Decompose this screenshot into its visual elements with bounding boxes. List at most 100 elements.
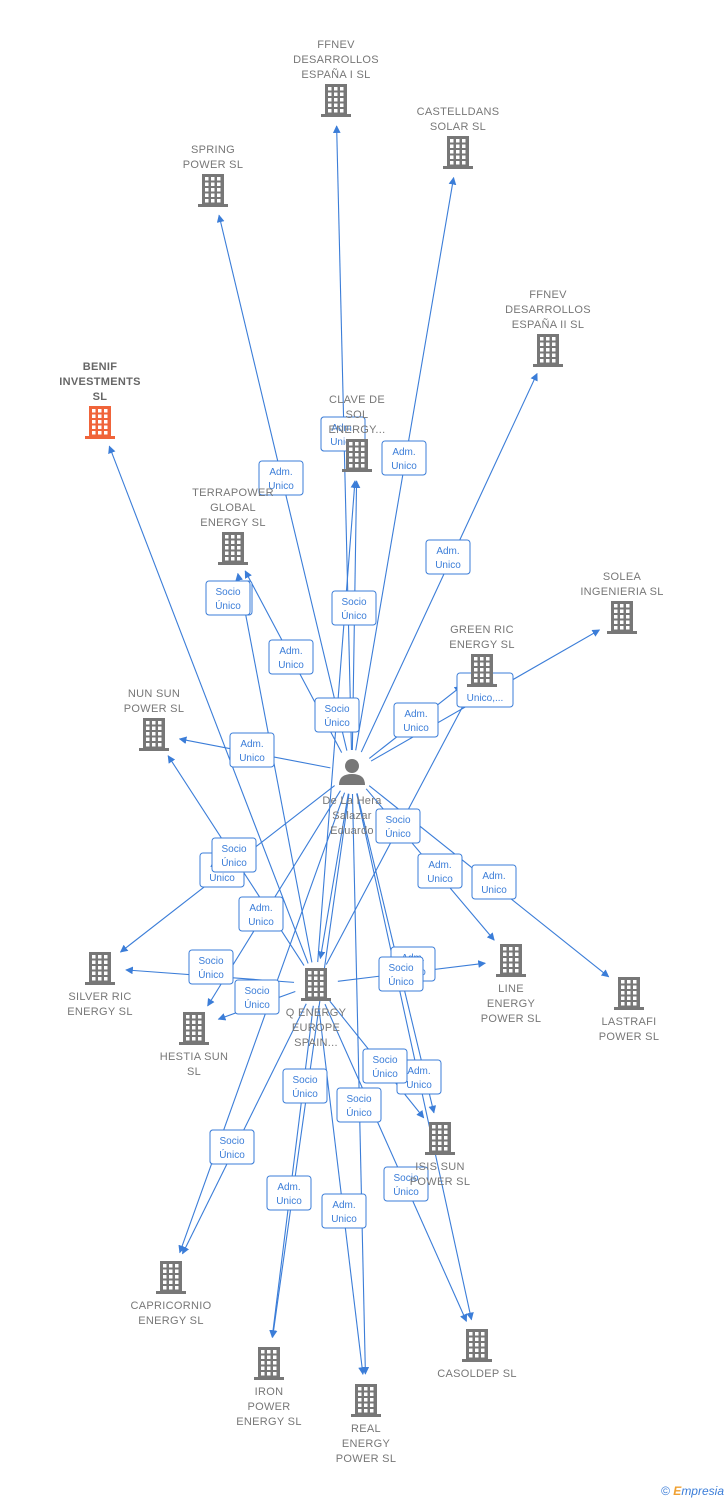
company-node-clave[interactable]: CLAVE DESOLENERGY... [329, 394, 386, 472]
company-name-line: SOLAR SL [430, 121, 486, 133]
edge-label-line: Unico,... [467, 693, 504, 704]
edge-label-box [336, 1087, 382, 1123]
company-name-line: ENERGY SL [67, 1006, 132, 1018]
company-name-line: ESPAÑA II SL [512, 318, 584, 331]
edge-label-adm-unico[interactable]: Adm.Unico [268, 639, 314, 675]
edge-label-adm-unico[interactable]: Adm.Unico [471, 864, 517, 900]
company-name-line: POWER SL [124, 703, 184, 715]
edge-label-line: Adm. [482, 871, 505, 882]
edge-label-line: Unico [391, 461, 417, 472]
edge-label-line: Socio [292, 1075, 317, 1086]
edge-label-box [425, 539, 471, 575]
edge-label-line: Socio [385, 815, 410, 826]
company-name-line: ENERGY SL [236, 1416, 301, 1428]
edge-label-adm-unico[interactable]: Adm. Unico [321, 1193, 367, 1229]
company-name-line: ENERGY... [329, 424, 386, 436]
edge-label-line: Socio [198, 956, 223, 967]
edge-labels-layer: Adm.UnicoAdm.UnicoAdm.UnicoAdm.UnicoAdm.… [188, 416, 517, 1229]
building-icon [85, 952, 115, 985]
edge-label-line: Unico [331, 1214, 357, 1225]
company-name-line: POWER SL [183, 159, 243, 171]
company-name-line: ESPAÑA I SL [301, 68, 370, 81]
company-name-line: DESARROLLOS [505, 304, 591, 316]
edge-label-adm-unico[interactable]: Adm.Unico [393, 702, 439, 738]
edge-person-real [351, 793, 370, 1375]
company-name-line: REAL [351, 1423, 381, 1435]
building-icon [179, 1012, 209, 1045]
edge-label-line: Único [324, 716, 350, 729]
edge-label-line: Único [388, 975, 414, 988]
edge-label-adm-unico[interactable]: Adm.Unico [238, 896, 284, 932]
edge-label-line: Socio [341, 597, 366, 608]
company-node-iron[interactable]: IRON POWER ENERGY SL [236, 1347, 301, 1428]
edge-label-adm-unico[interactable]: Adm.Unico [381, 440, 427, 476]
edge-label-box [375, 808, 421, 844]
company-node-qenergy[interactable]: Q ENERGYEUROPESPAIN... [286, 968, 347, 1049]
edge-qenergy-real [318, 1005, 366, 1375]
edge-label-line: Único [292, 1087, 318, 1100]
edge-label-box [205, 580, 251, 616]
edge-label-box [229, 732, 275, 768]
company-name-line: POWER SL [599, 1031, 659, 1043]
company-name-line: SPAIN... [294, 1037, 338, 1049]
building-icon [443, 136, 473, 169]
edge-label-adm-unico[interactable]: Adm.Unico [396, 1059, 442, 1095]
edge-label-adm-unico[interactable]: Adm.Unico [229, 732, 275, 768]
edge-person-qenergy [317, 793, 349, 960]
edge-label-box [393, 702, 439, 738]
edge-label-line: Socio [219, 1136, 244, 1147]
footer-brand[interactable]: © Empresia [661, 1484, 724, 1498]
edge-label-line: Adm. [428, 860, 451, 871]
edge-label-adm-unico[interactable]: Adm.Unico [417, 853, 463, 889]
company-node-castelldans[interactable]: CASTELLDANS SOLAR SL [417, 106, 500, 169]
edge-label-line: Unico [278, 660, 304, 671]
company-name-line: CASTELLDANS [417, 106, 500, 118]
company-name-line: SL [187, 1066, 201, 1078]
company-name-line: POWER [247, 1401, 290, 1413]
edge-label-adm-unico[interactable]: Adm.Unico [266, 1175, 312, 1211]
company-name-line: CAPRICORNIO [131, 1300, 212, 1312]
building-icon [321, 84, 351, 117]
edge-label-box [314, 697, 360, 733]
edge-label-line: Socio [244, 986, 269, 997]
edge-qenergy-capricornio [182, 1003, 307, 1255]
edge-label-adm-unico[interactable]: Adm.Unico [425, 539, 471, 575]
edge-label-adm-unico[interactable]: Adm.Unico [258, 460, 304, 496]
edge-label-line: Adm. [332, 1200, 355, 1211]
edge-person-casoldep [356, 793, 474, 1321]
company-name-line: ISIS SUN [415, 1161, 464, 1173]
edge-qenergy-casoldep [324, 1003, 468, 1322]
company-node-casoldep[interactable]: CASOLDEP SL [437, 1329, 517, 1380]
company-name-line: IRON [255, 1386, 284, 1398]
company-name-line: DESARROLLOS [293, 54, 379, 66]
